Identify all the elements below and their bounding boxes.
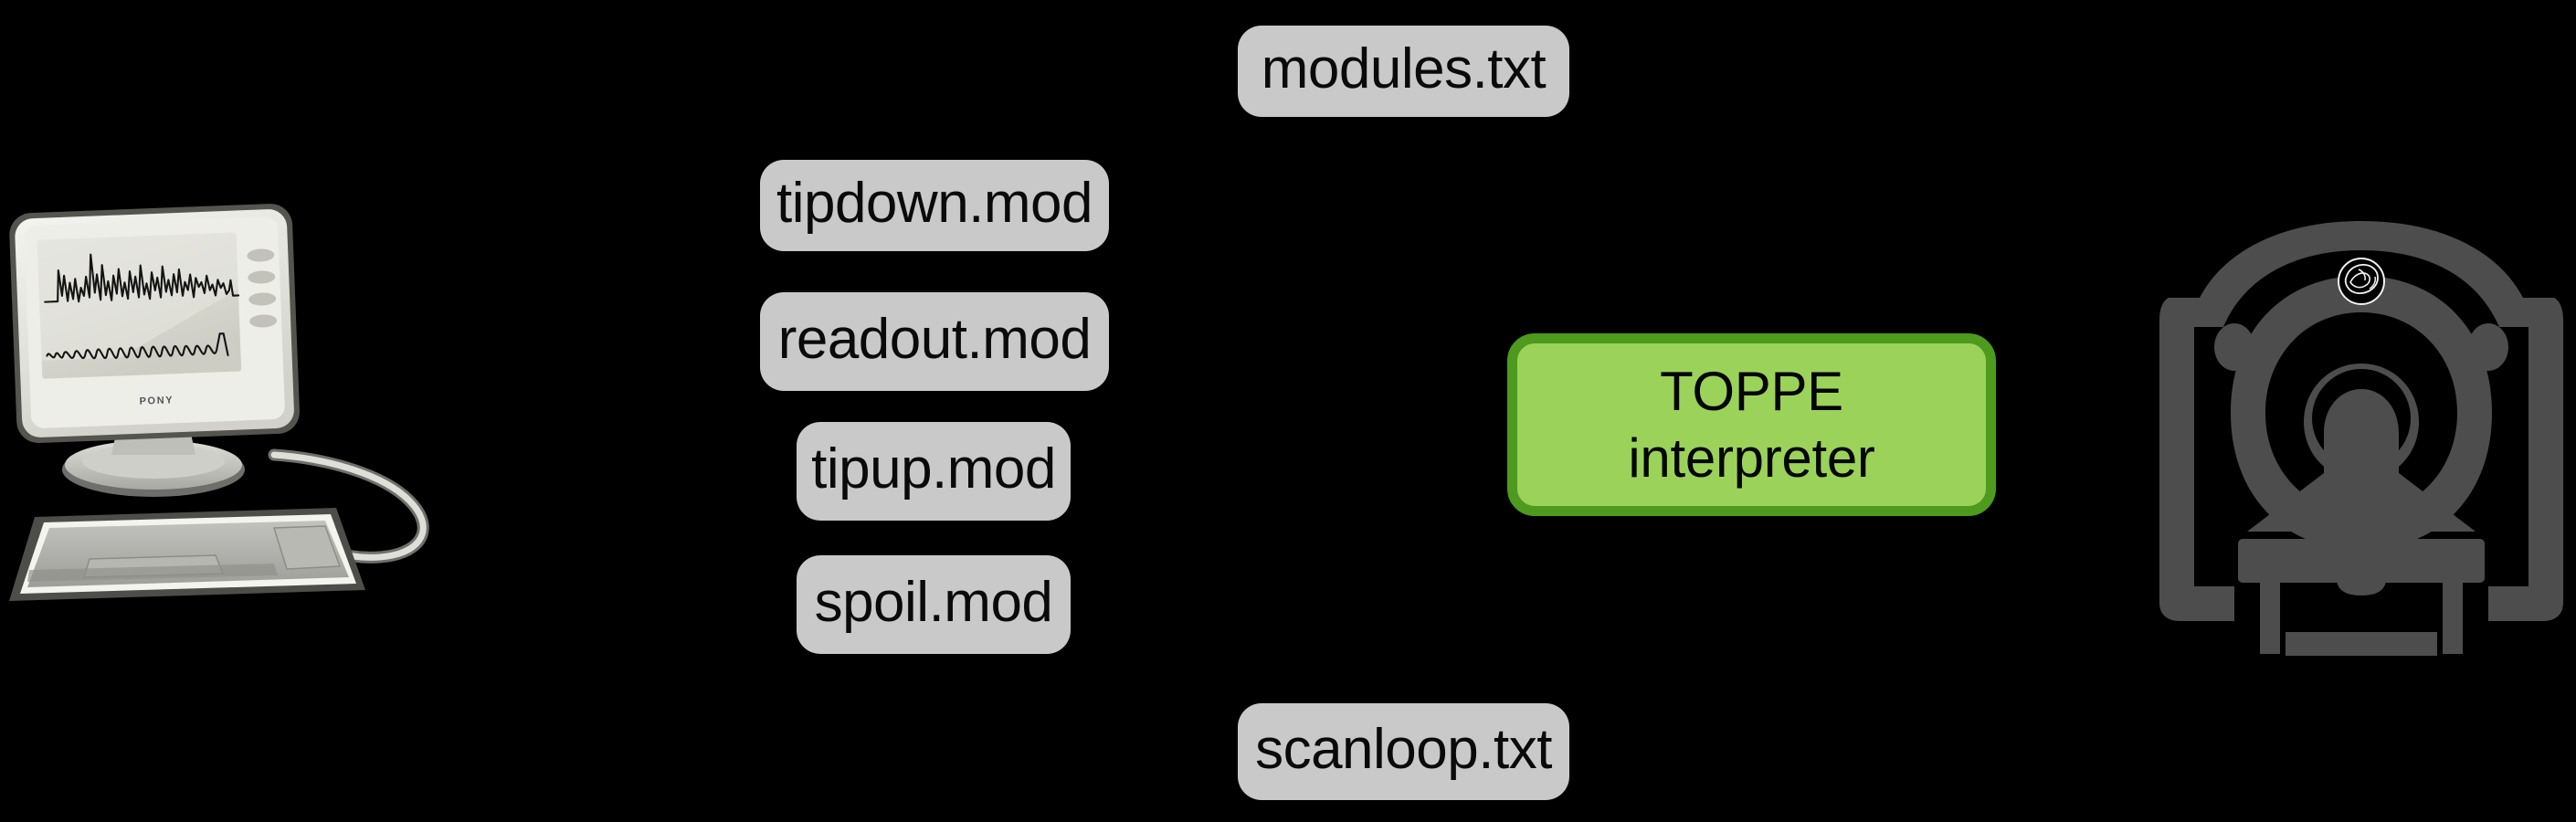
mri-scanner-icon [2147, 210, 2576, 667]
waveform-noisy-trace [44, 253, 240, 303]
monitor-brand-label: PONY [139, 395, 174, 406]
module-pill-tipup[interactable]: tipup.mod [797, 422, 1071, 521]
text-file-pill-label: scanloop.txt [1255, 718, 1552, 781]
toppe-interpreter-title-line1: TOPPE [1660, 360, 1843, 422]
module-pill-readout[interactable]: readout.mod [760, 292, 1109, 391]
module-pill-label: tipdown.mod [776, 172, 1093, 235]
waveform-sine-trace [46, 332, 229, 360]
module-pill-label: readout.mod [777, 308, 1092, 371]
module-pill-spoil[interactable]: spoil.mod [797, 555, 1071, 654]
module-pill-label: tipup.mod [811, 437, 1056, 501]
text-file-pill-scanloop[interactable]: scanloop.txt [1238, 703, 1569, 800]
monitor-bezel-buttons-icon [247, 248, 278, 328]
workstation-computer-icon: PONY [0, 164, 457, 676]
toppe-interpreter-box[interactable]: TOPPE interpreter [1507, 333, 1996, 516]
monitor-icon: PONY [9, 204, 300, 443]
text-file-pill-modules[interactable]: modules.txt [1238, 26, 1569, 117]
module-pill-tipdown[interactable]: tipdown.mod [760, 160, 1109, 251]
monitor-cable-icon [268, 448, 429, 564]
keyboard-icon [9, 508, 365, 601]
text-file-pill-label: modules.txt [1261, 37, 1547, 100]
module-pill-label: spoil.mod [814, 571, 1053, 634]
monitor-stand-icon [62, 429, 245, 497]
toppe-interpreter-title-line2: interpreter [1628, 427, 1875, 489]
ge-logo-icon [2338, 258, 2385, 305]
